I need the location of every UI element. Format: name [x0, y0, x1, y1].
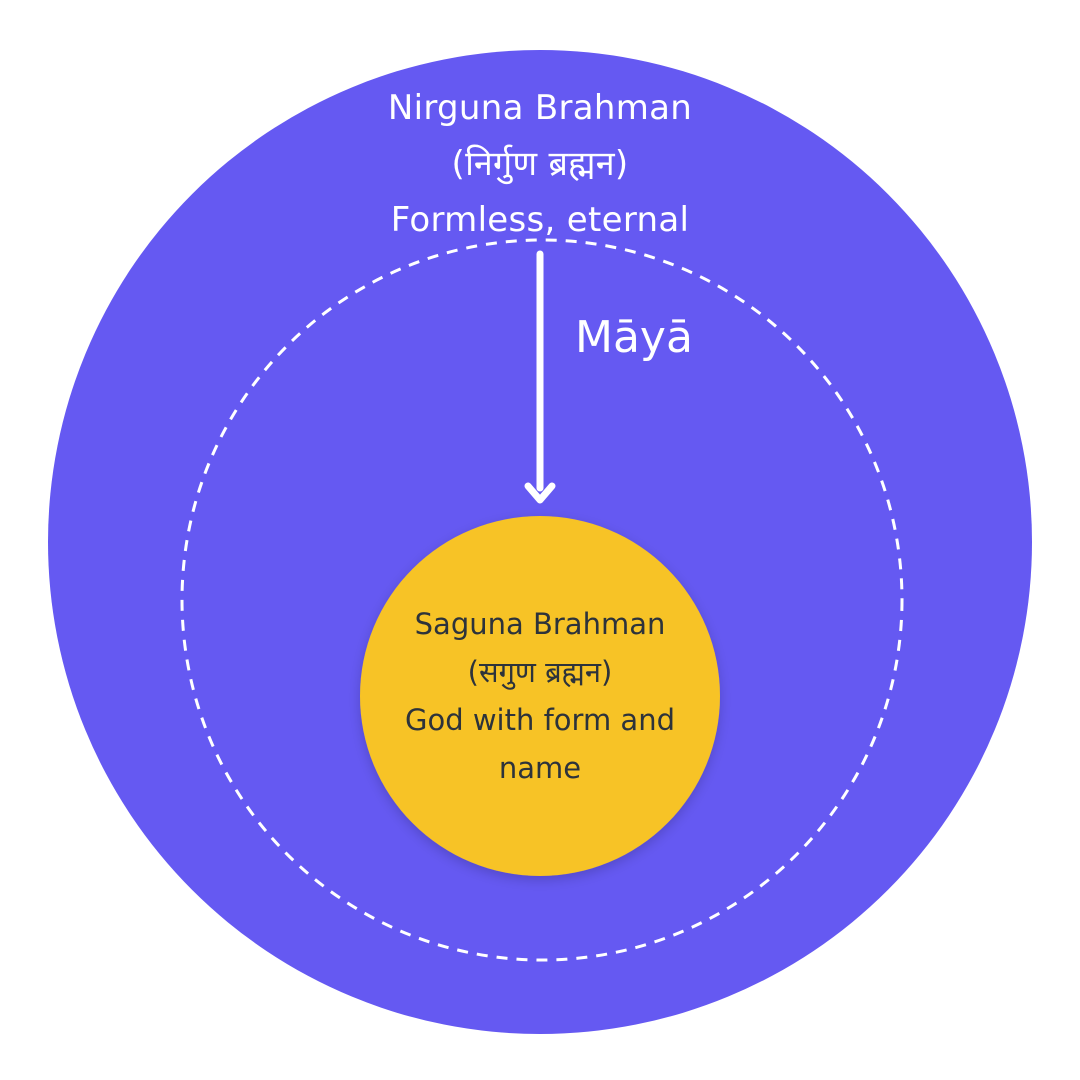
nirguna-brahman-label: Nirguna Brahman (निर्गुण ब्रह्मन) Formle…: [290, 80, 790, 248]
saguna-brahman-name: Saguna Brahman: [414, 607, 666, 641]
nirguna-brahman-name: Nirguna Brahman: [387, 88, 693, 128]
nirguna-brahman-sanskrit: (निर्गुण ब्रह्मन): [451, 144, 629, 184]
saguna-brahman-label: Saguna Brahman (सगुण ब्रह्मन) God with f…: [370, 600, 710, 792]
maya-dashed-ring: [180, 238, 904, 962]
saguna-brahman-description: God with form and name: [405, 703, 675, 785]
inner-circle: [360, 516, 720, 876]
nirguna-brahman-description: Formless, eternal: [390, 200, 690, 240]
arrow-down-icon: [524, 250, 556, 504]
saguna-brahman-sanskrit: (सगुण ब्रह्मन): [467, 655, 613, 689]
arrow-head: [524, 482, 556, 504]
maya-label: Māyā: [575, 312, 693, 363]
